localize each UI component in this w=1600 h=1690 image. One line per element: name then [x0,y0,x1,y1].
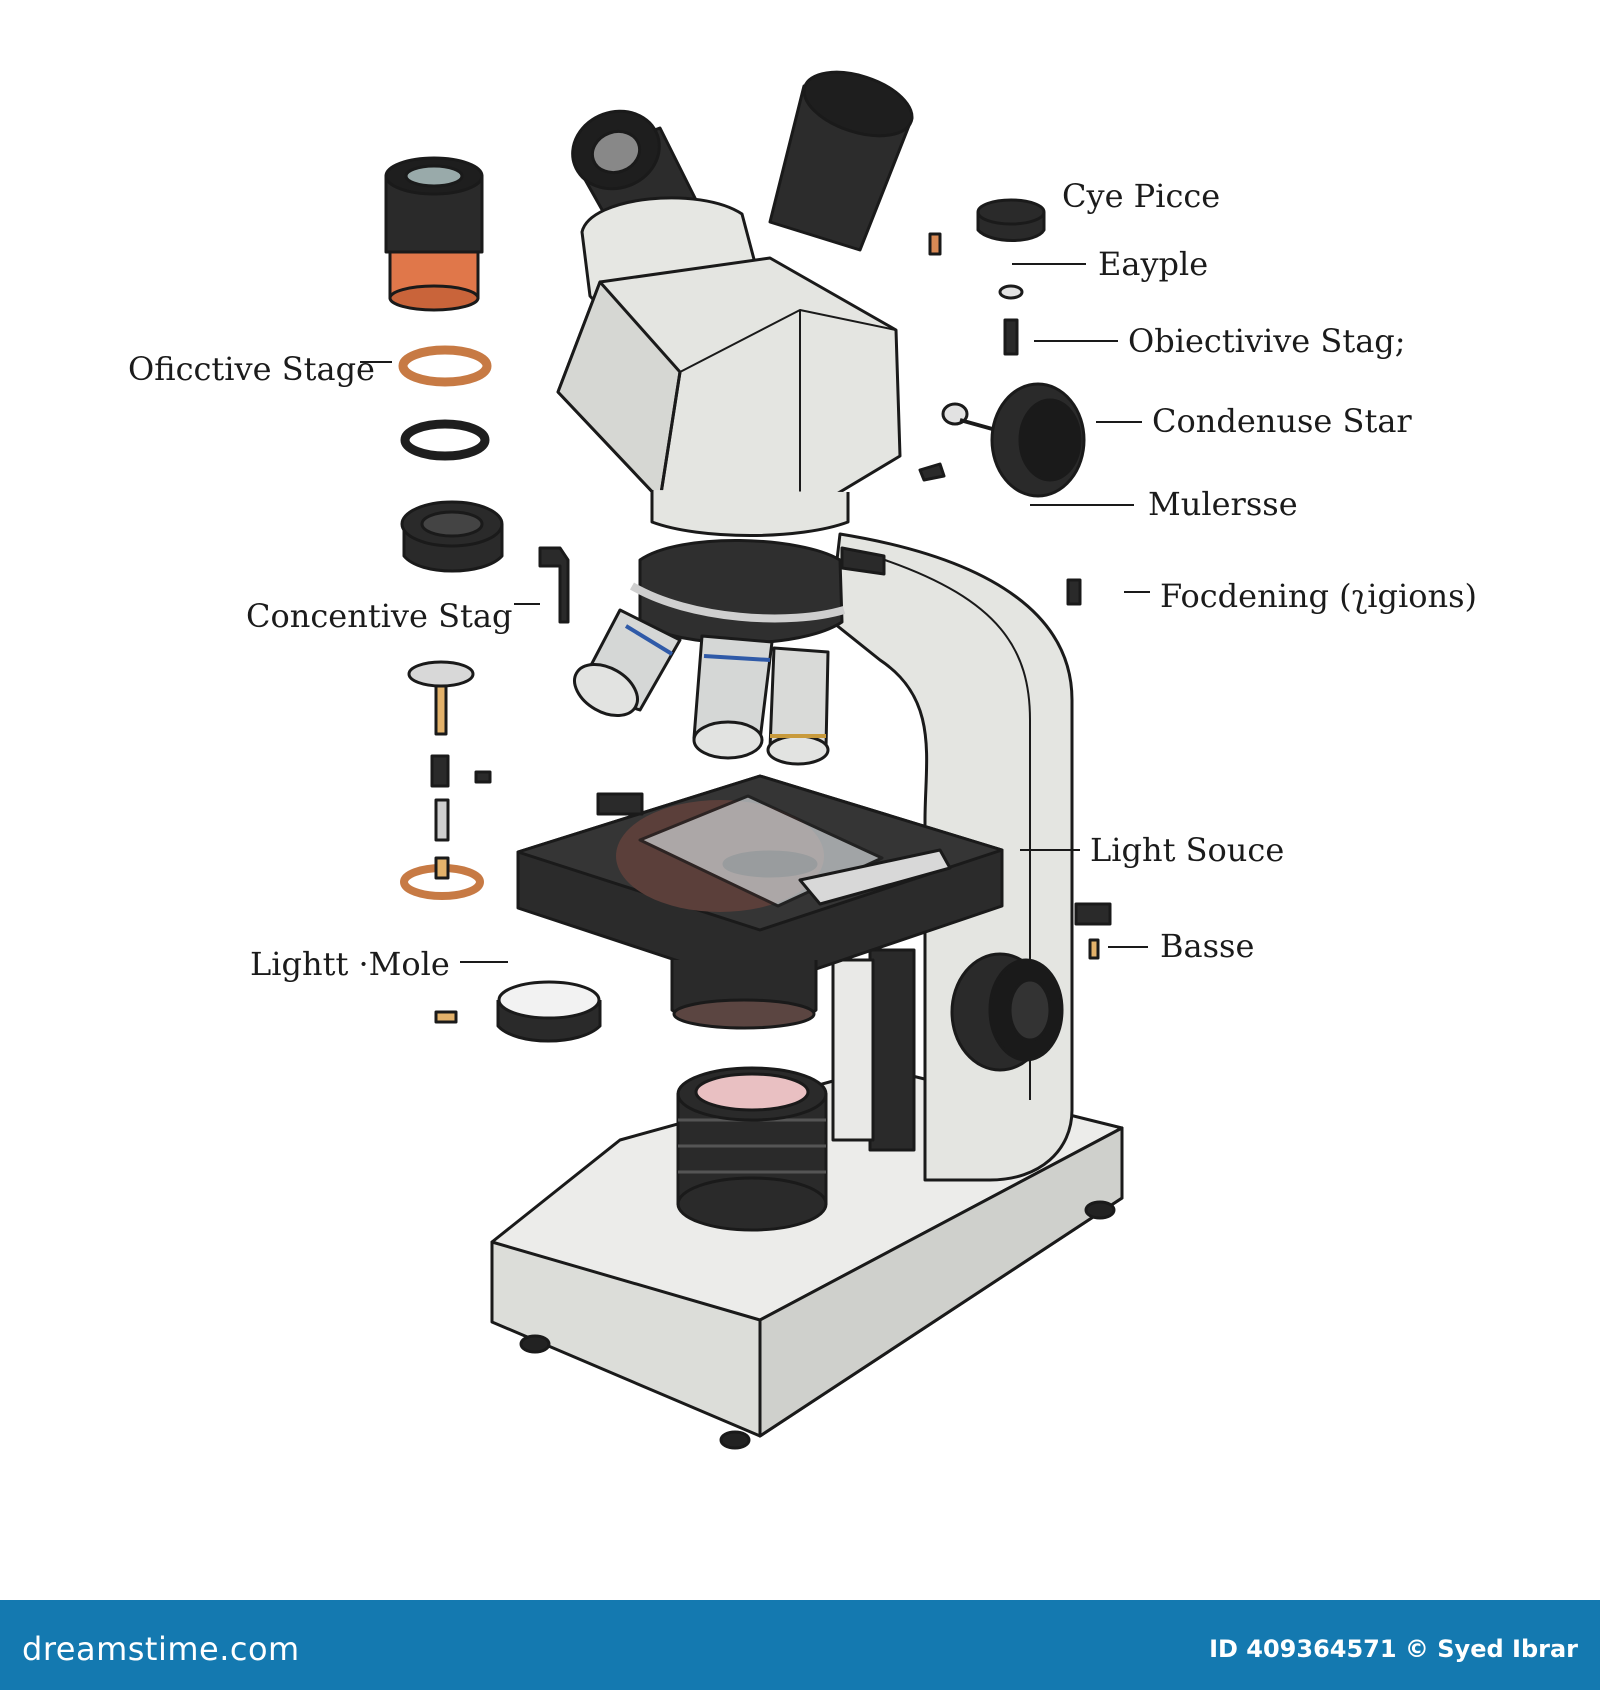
label-focusing: Focdening (ʅigions) [1160,580,1477,612]
eyepiece-head [558,60,920,535]
focus-knob [952,954,1062,1070]
label-tayple: Eayple [1098,248,1208,280]
footer-brand: dreamstime.com [22,1630,300,1668]
label-light-source: Light Souce [1090,834,1284,866]
nosepiece [566,540,884,764]
label-condenser-star: Condenuse Star [1152,405,1412,437]
label-light-mole: Lightt ·Mole [250,948,450,980]
illuminator [678,1068,826,1230]
label-eye-piece: Cye Picce [1062,180,1220,212]
label-base: Basse [1160,930,1254,962]
watermark-footer: dreamstime.com ID 409364571 © Syed Ibrar [0,1600,1600,1690]
footer-credit: ID 409364571 © Syed Ibrar [1209,1635,1578,1663]
label-objective-stage-right: Obiectivive Stag; [1128,325,1406,357]
microscope-diagram: Cye Picce Eayple Obiectivive Stag; Conde… [0,0,1600,1600]
label-concentive-stage: Concentive Stag [246,600,512,632]
label-mulersse: Mulersse [1148,488,1298,520]
label-objective-stage-left: Oficctive Stage [128,353,375,385]
condenser [672,960,816,1028]
